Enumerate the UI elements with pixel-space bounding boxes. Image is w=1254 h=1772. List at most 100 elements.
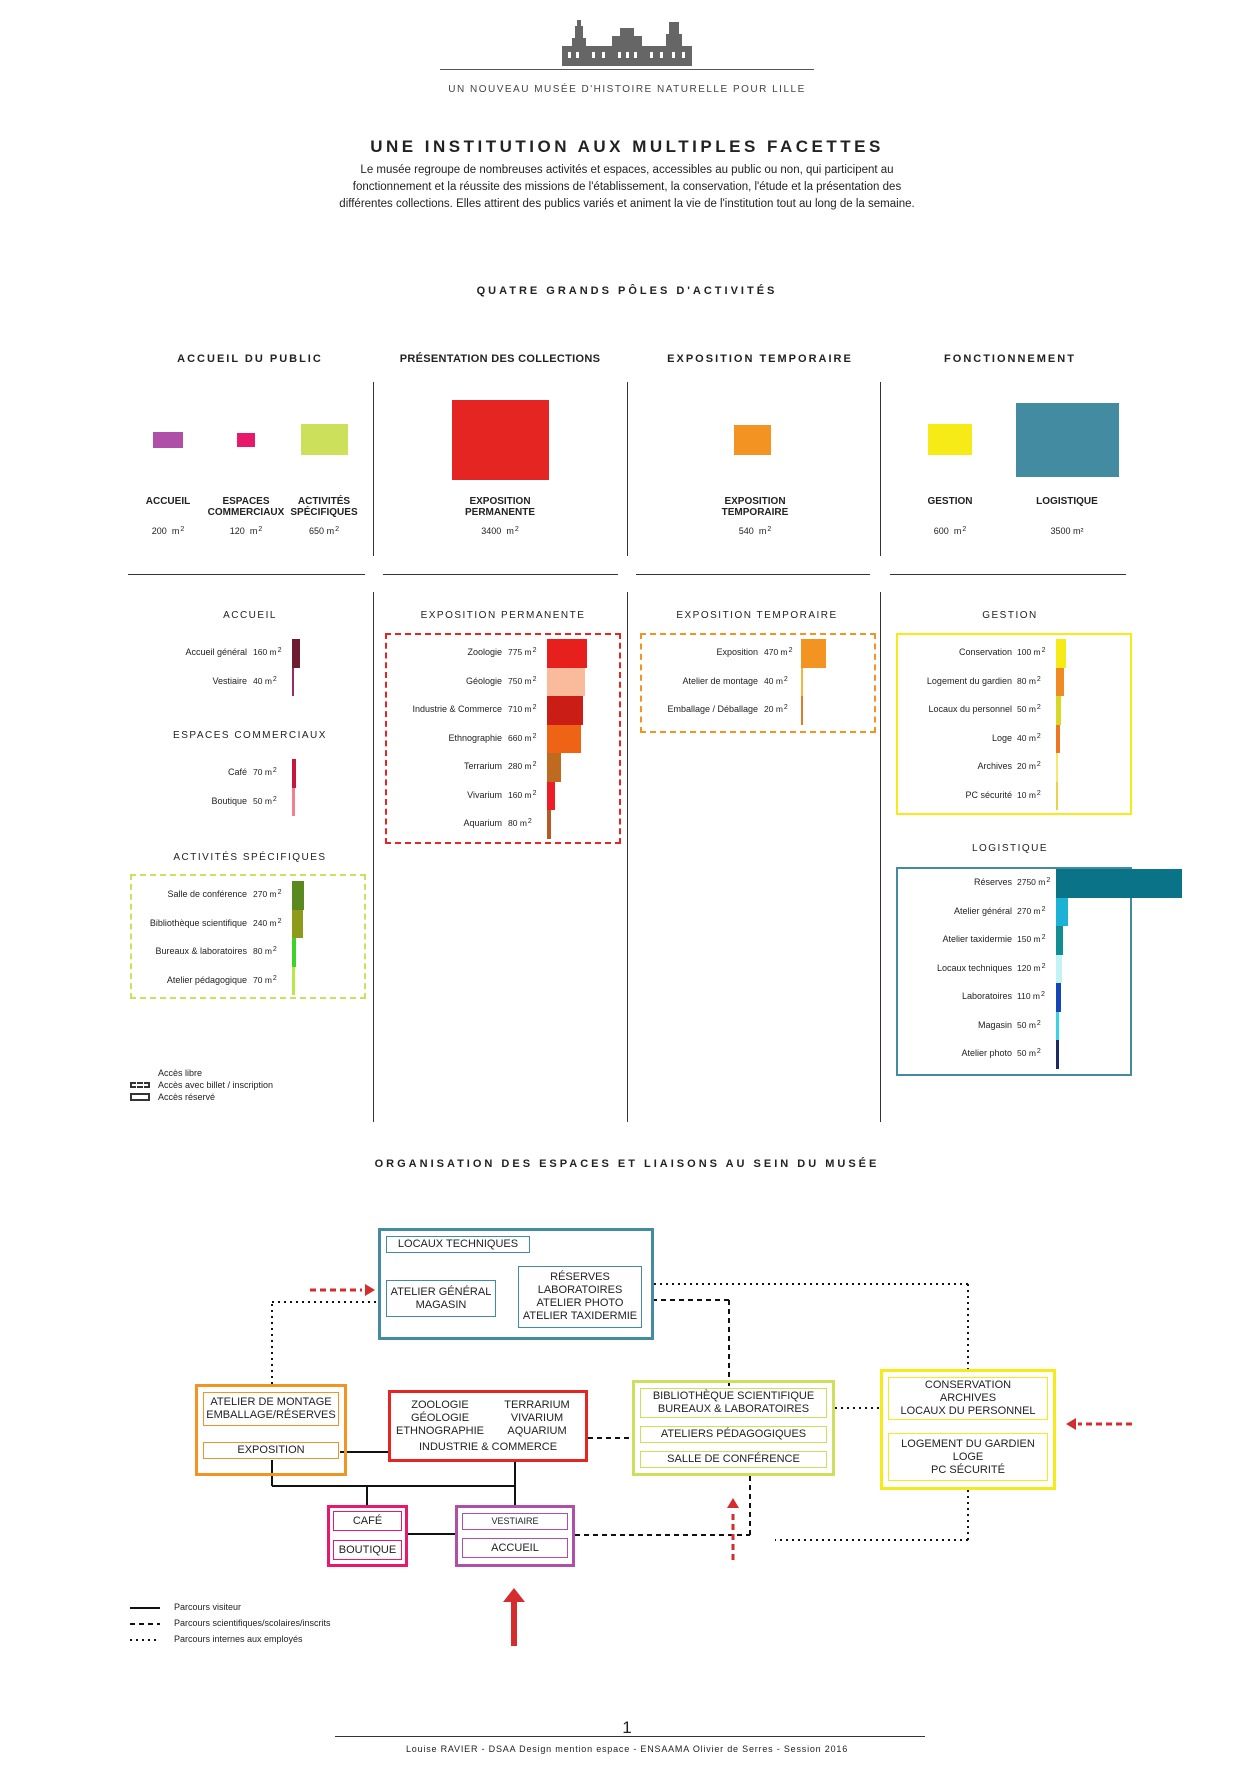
detail-row-label: Laboratoires	[961, 991, 1012, 1001]
detail-row-value: 40 m2	[253, 675, 277, 686]
detail-bar	[547, 753, 562, 782]
detail-row-label: Locaux techniques	[936, 962, 1012, 973]
detail-row-label: Bibliothèque scientifique	[149, 917, 247, 928]
detail-row-value: 270 m2	[253, 889, 282, 899]
org-gestion-box	[880, 1369, 1056, 1490]
detail-row-value: 270 m2	[1017, 905, 1046, 916]
footer-rule	[335, 1736, 925, 1737]
detail-title-logistique: LOGISTIQUE	[971, 843, 1049, 854]
detail-separator	[880, 592, 881, 1122]
frame-gestion	[896, 633, 1132, 815]
pole-separator	[627, 382, 628, 556]
org-perm-bottom: INDUSTRIE & COMMERCE	[418, 1441, 558, 1453]
detail-row-value: 50 m2	[1017, 704, 1041, 714]
detail-row-label: Locaux du personnel	[928, 704, 1012, 714]
detail-row-value: 660 m2	[508, 732, 537, 743]
detail-row-value: 710 m2	[508, 704, 537, 714]
area-square-specifiques	[301, 424, 348, 455]
detail-row-value: 280 m2	[508, 761, 537, 771]
pole-item-area: 540 m2	[738, 526, 772, 536]
pole-item-area: 200 m2	[151, 526, 185, 536]
detail-bar	[292, 759, 296, 788]
detail-bar	[292, 667, 294, 696]
detail-title-accueil: ACCUEIL	[223, 610, 277, 621]
access-legend-item: Accès libre	[158, 1068, 203, 1078]
detail-row-label: Archives	[977, 761, 1012, 771]
detail-bar	[1056, 983, 1062, 1012]
frame-logistique	[896, 867, 1132, 1076]
detail-bar	[1056, 1011, 1059, 1040]
pole-item-area: 3400 m2	[481, 526, 519, 536]
detail-row-label: Exposition	[716, 647, 758, 657]
pole-item-label: GESTION	[927, 496, 973, 507]
detail-row-value: 40 m2	[764, 675, 788, 686]
detail-bar	[1056, 897, 1069, 926]
org-perm-right: TERRARIUM VIVARIUM AQUARIUM	[504, 1399, 570, 1437]
pole-separator	[373, 382, 374, 556]
org-legend-item: Parcours visiteur	[174, 1602, 242, 1612]
detail-bar	[1056, 639, 1066, 668]
poles-title: QUATRE GRANDS PÔLES D'ACTIVITÉS	[476, 285, 778, 297]
detail-bar	[1056, 696, 1061, 725]
detail-bar	[801, 639, 826, 668]
pole-separator	[880, 382, 881, 556]
detail-row-value: 80 m2	[1017, 675, 1041, 686]
pole-item-label: ESPACES COMMERCIAUX	[207, 496, 285, 518]
org-cafe: CAFÉ	[333, 1511, 402, 1531]
museum-logo-icon	[562, 20, 692, 66]
detail-bar	[292, 966, 296, 995]
detail-separator	[373, 592, 374, 1122]
detail-row-label: PC sécurité	[965, 789, 1012, 800]
detail-row-value: 80 m2	[508, 818, 532, 828]
detail-row-label: Café	[227, 767, 247, 777]
detail-row-label: Atelier photo	[961, 1048, 1012, 1058]
detail-row-label: Atelier pédagogique	[166, 974, 247, 985]
area-square-gestion	[928, 424, 972, 455]
detail-row-value: 110 m2	[1017, 991, 1045, 1001]
detail-bar	[1056, 926, 1063, 955]
org-vestiaire: VESTIAIRE	[462, 1513, 568, 1530]
detail-title-specifiques: ACTIVITÉS SPÉCIFIQUES	[173, 852, 327, 863]
detail-row-value: 40 m2	[1017, 732, 1041, 743]
detail-row-value: 775 m2	[508, 647, 537, 657]
access-solid-swatch	[130, 1093, 150, 1101]
detail-bar	[1056, 1040, 1059, 1069]
access-dashed-swatch	[130, 1082, 150, 1088]
detail-row-value: 50 m2	[1017, 1019, 1041, 1030]
pole-item-label: LOGISTIQUE	[1036, 496, 1098, 507]
area-square-permanente	[452, 400, 549, 480]
detail-bar	[1056, 869, 1183, 898]
detail-title-commerciaux: ESPACES COMMERCIAUX	[173, 730, 327, 741]
detail-row-label: Magasin	[977, 1019, 1012, 1030]
org-boutique: BOUTIQUE	[333, 1540, 402, 1560]
detail-bar	[547, 810, 552, 839]
org-accueil-box	[455, 1505, 575, 1567]
org-commerce-box	[327, 1505, 408, 1567]
org-logement-gardien: LOGEMENT DU GARDIEN LOGE PC SÉCURITÉ	[888, 1433, 1048, 1481]
detail-row-value: 240 m2	[253, 917, 282, 928]
section-rule	[636, 574, 870, 575]
detail-row-label: Loge	[991, 732, 1012, 743]
detail-bar	[292, 909, 303, 938]
pole-item-label: ACCUEIL	[145, 496, 191, 507]
pole-item-area: 120 m2	[229, 526, 263, 536]
footer-credits: Louise RAVIER - DSAA Design mention espa…	[406, 1744, 848, 1754]
detail-row-label: Ethnographie	[448, 732, 502, 743]
detail-row-value: 50 m2	[253, 795, 277, 806]
detail-row-label: Accueil général	[185, 647, 247, 657]
org-perm-left: ZOOLOGIE GÉOLOGIE ETHNOGRAPHIE	[395, 1399, 484, 1437]
detail-bar	[547, 667, 586, 696]
header-rule	[440, 69, 814, 70]
detail-row-label: Boutique	[211, 795, 247, 806]
detail-row-label: Atelier taxidermie	[942, 934, 1012, 944]
detail-bar	[1056, 781, 1058, 810]
detail-row-label: Réserves	[973, 877, 1012, 887]
detail-row-value: 80 m2	[253, 946, 277, 956]
detail-row-value: 20 m2	[1017, 761, 1041, 771]
detail-separator	[627, 592, 628, 1122]
org-salle-conference: SALLE DE CONFÉRENCE	[640, 1451, 827, 1468]
detail-title-temporaire: EXPOSITION TEMPORAIRE	[676, 610, 838, 621]
detail-row-value: 470 m2	[764, 647, 793, 657]
detail-row-value: 70 m2	[253, 767, 277, 777]
org-atelier-montage: ATELIER DE MONTAGE EMBALLAGE/RÉSERVES	[203, 1392, 339, 1426]
